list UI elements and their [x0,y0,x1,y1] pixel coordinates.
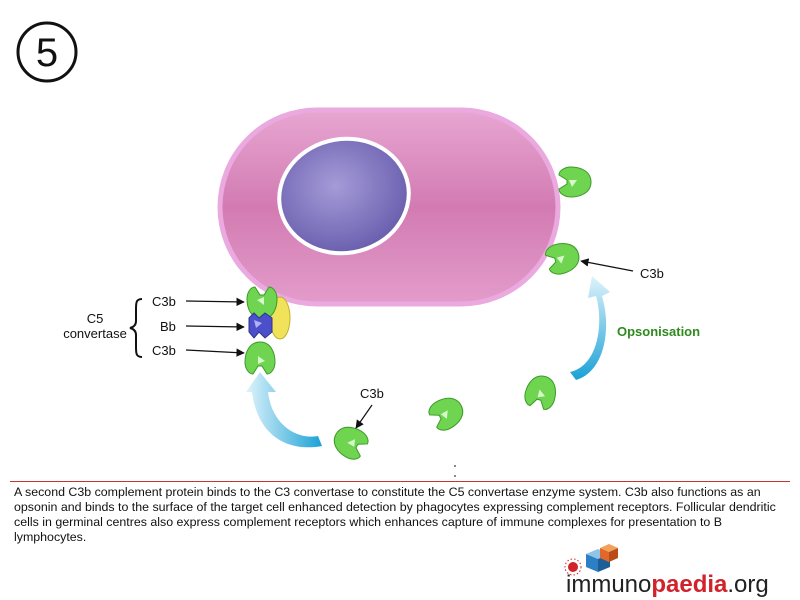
step-badge: 5 [16,21,78,83]
curved-arrow-right [570,276,610,380]
arrow-bb [185,322,245,332]
c3b-free-right-top [558,166,592,198]
c3b-free-path-2 [425,391,469,435]
arrow-c3b-free [355,404,373,429]
arrow-c3b-surface [580,258,634,272]
bb-protein [248,312,273,339]
logo-text-paedia: paedia [651,571,728,598]
convertase-brace [129,298,143,358]
label-c3b-bottom: C3b [152,343,176,358]
svg-text:immunopaedia.org: immunopaedia.org [566,571,769,598]
step-number: 5 [36,31,58,75]
c3b-complex-top [246,286,278,320]
immunopaedia-logo: immunopaedia.org [564,544,769,598]
label-bb: Bb [160,319,176,334]
target-cell [217,107,561,307]
cell-nucleus [277,136,411,256]
logo-text-org: .org [727,571,768,598]
logo-cubes-icon [564,544,618,576]
label-c3b-free: C3b [360,386,384,401]
caption-divider [10,481,790,482]
label-c3b-surface: C3b [640,266,664,281]
arrow-c3b-bottom [185,348,245,357]
label-convertase: convertase [63,326,127,341]
logo-text-immuno: immuno [566,571,651,598]
c3b-free-path-3 [328,420,372,464]
curved-arrow-left [246,372,322,448]
c5-convertase-complex [244,286,291,375]
caption-text: A second C3b complement protein binds to… [14,485,776,544]
label-opsonisation: Opsonisation [617,324,700,339]
c3b-complex-bottom [244,341,276,375]
label-c3b-top: C3b [152,294,176,309]
label-c5: C5 [87,311,104,326]
c3b-free-path-1 [521,372,561,412]
arrow-c3b-top [185,297,245,307]
